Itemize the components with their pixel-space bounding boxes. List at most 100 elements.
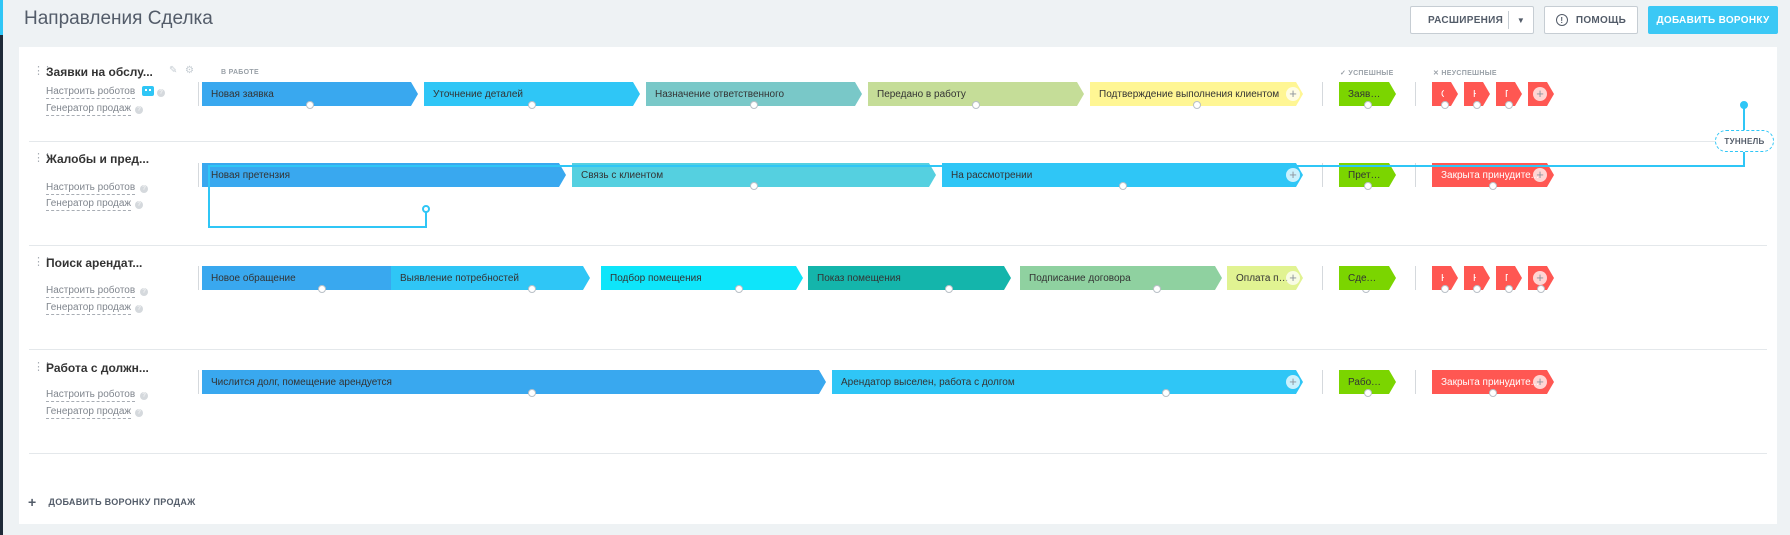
gear-icon[interactable]: ⚙ [185,65,194,76]
stage-label: Выявление потребностей [400,272,519,284]
stage-connector-dot[interactable] [972,101,980,109]
question-icon[interactable]: ? [140,288,148,296]
robots-link[interactable]: Настроить роботов [46,86,136,99]
add-pipeline-button[interactable]: +ДОБАВИТЬ ВОРОНКУ ПРОДАЖ [28,494,196,510]
stage-connector-dot[interactable] [1473,101,1481,109]
generator-link[interactable]: Генератор продаж [46,302,132,315]
pipeline-name[interactable]: Поиск арендат... [46,256,143,270]
generator-link[interactable]: Генератор продаж [46,103,132,116]
success-header: ✓ УСПЕШНЫЕ [1340,69,1394,77]
row-divider [29,349,1767,350]
drag-handle-icon[interactable]: ⋮⋮ [33,256,53,268]
stage[interactable]: Подбор помещения [601,266,803,290]
column-separator [1415,82,1416,106]
stage-label: Показ помещения [817,272,901,284]
generator-link[interactable]: Генератор продаж [46,406,132,419]
question-icon[interactable]: ? [140,185,148,193]
page-title: Направления Сделка [24,8,213,29]
robots-link[interactable]: Настроить роботов [46,389,136,402]
question-icon[interactable]: ? [140,392,148,400]
question-icon[interactable]: ? [135,201,143,209]
plus-icon[interactable]: + [1286,271,1300,285]
column-separator [198,266,199,290]
stage-connector-dot[interactable] [945,285,953,293]
stage-connector-dot[interactable] [318,285,326,293]
stage-label: Закрыта принудите... [1441,376,1540,388]
stage-label: Г [1505,89,1508,100]
stage-connector-dot[interactable] [1162,389,1170,397]
robots-link[interactable]: Настроить роботов [46,182,136,195]
generator-link[interactable]: Генератор продаж [46,198,132,211]
stage-label: Закрыта принудите... [1441,169,1540,181]
stage-connector-dot[interactable] [528,389,536,397]
stage-connector-dot[interactable] [1119,182,1127,190]
success-stage[interactable]: Сделка ... [1339,266,1396,290]
stage-connector-dot[interactable] [1489,182,1497,190]
drag-handle-icon[interactable]: ⋮⋮ [33,361,53,373]
column-separator [1322,163,1323,187]
stage-connector-dot[interactable] [1505,285,1513,293]
stage-connector-dot[interactable] [750,182,758,190]
stage[interactable]: Показ помещения [808,266,1011,290]
help-button[interactable]: ! ПОМОЩЬ [1544,6,1638,34]
stage-connector-dot[interactable] [735,285,743,293]
stage-connector-dot[interactable] [306,101,314,109]
info-icon: ! [1555,14,1568,26]
plus-icon[interactable]: + [1286,375,1300,389]
plus-icon[interactable]: + [1533,375,1547,389]
add-funnel-button[interactable]: ДОБАВИТЬ ВОРОНКУ [1648,6,1778,34]
stage[interactable]: Арендатор выселен, работа с долгом [832,370,1303,394]
plus-icon[interactable]: + [1533,168,1547,182]
stage-connector-dot[interactable] [750,101,758,109]
robots-link[interactable]: Настроить роботов [46,285,136,298]
robot-icon [142,86,154,96]
stage-label: Новое обращение [211,272,296,284]
stage[interactable]: Подписание договора [1020,266,1222,290]
stage-connector-dot[interactable] [1441,101,1449,109]
stage-connector-dot[interactable] [1193,101,1201,109]
stage-connector-dot[interactable] [1505,101,1513,109]
drag-handle-icon[interactable]: ⋮⋮ [33,152,53,164]
stage-connector-dot[interactable] [1364,101,1372,109]
pipeline-name[interactable]: Заявки на обслу... [46,65,153,79]
stage-label: Назначение ответственного [655,88,785,100]
stage-label: Новая претензия [211,169,291,181]
question-icon[interactable]: ? [135,409,143,417]
tunnel-badge[interactable]: ТУННЕЛЬ [1715,130,1774,152]
question-icon[interactable]: ? [135,106,143,114]
pipeline-name[interactable]: Работа с должн... [46,361,149,375]
drag-handle-icon[interactable]: ⋮⋮ [33,65,53,77]
question-icon[interactable]: ? [135,305,143,313]
plus-icon[interactable]: + [1533,87,1547,101]
tunnel-line [208,226,427,228]
stage-label: Заявка ... [1348,88,1381,100]
tunnel-end-dot[interactable] [422,205,430,213]
pipeline-row: ⋮⋮ Жалобы и пред... Настроить роботов ? … [29,142,1767,246]
stage[interactable]: Выявление потребностей [391,266,590,290]
question-icon[interactable]: ? [157,89,165,97]
plus-icon[interactable]: + [1533,271,1547,285]
stage-connector-dot[interactable] [528,285,536,293]
stage-connector-dot[interactable] [1364,389,1372,397]
column-separator [198,163,199,187]
stage[interactable]: Числится долг, помещение арендуется [202,370,826,394]
plus-icon[interactable]: + [1286,87,1300,101]
stage-label: Н [1473,273,1476,284]
pipeline-name[interactable]: Жалобы и пред... [46,152,150,166]
pencil-icon[interactable]: ✎ [169,65,178,76]
tunnel-start-dot[interactable] [1740,101,1748,109]
button-separator [1508,11,1509,29]
stage-connector-dot[interactable] [1364,182,1372,190]
stage-connector-dot[interactable] [1473,285,1481,293]
stage-connector-dot[interactable] [1441,285,1449,293]
stage-connector-dot[interactable] [1153,285,1161,293]
stage-connector-dot[interactable] [1489,389,1497,397]
stage[interactable]: Новое обращение [202,266,398,290]
stage-connector-dot[interactable] [528,101,536,109]
chevron-down-icon[interactable]: ▼ [1516,15,1526,25]
plus-icon[interactable]: + [1286,168,1300,182]
stage-connector-dot[interactable] [1537,285,1545,293]
stage[interactable]: Новая претензия [202,163,566,187]
tunnel-line [208,165,1745,167]
extensions-button[interactable]: РАСШИРЕНИЯ ▼ [1410,6,1534,34]
